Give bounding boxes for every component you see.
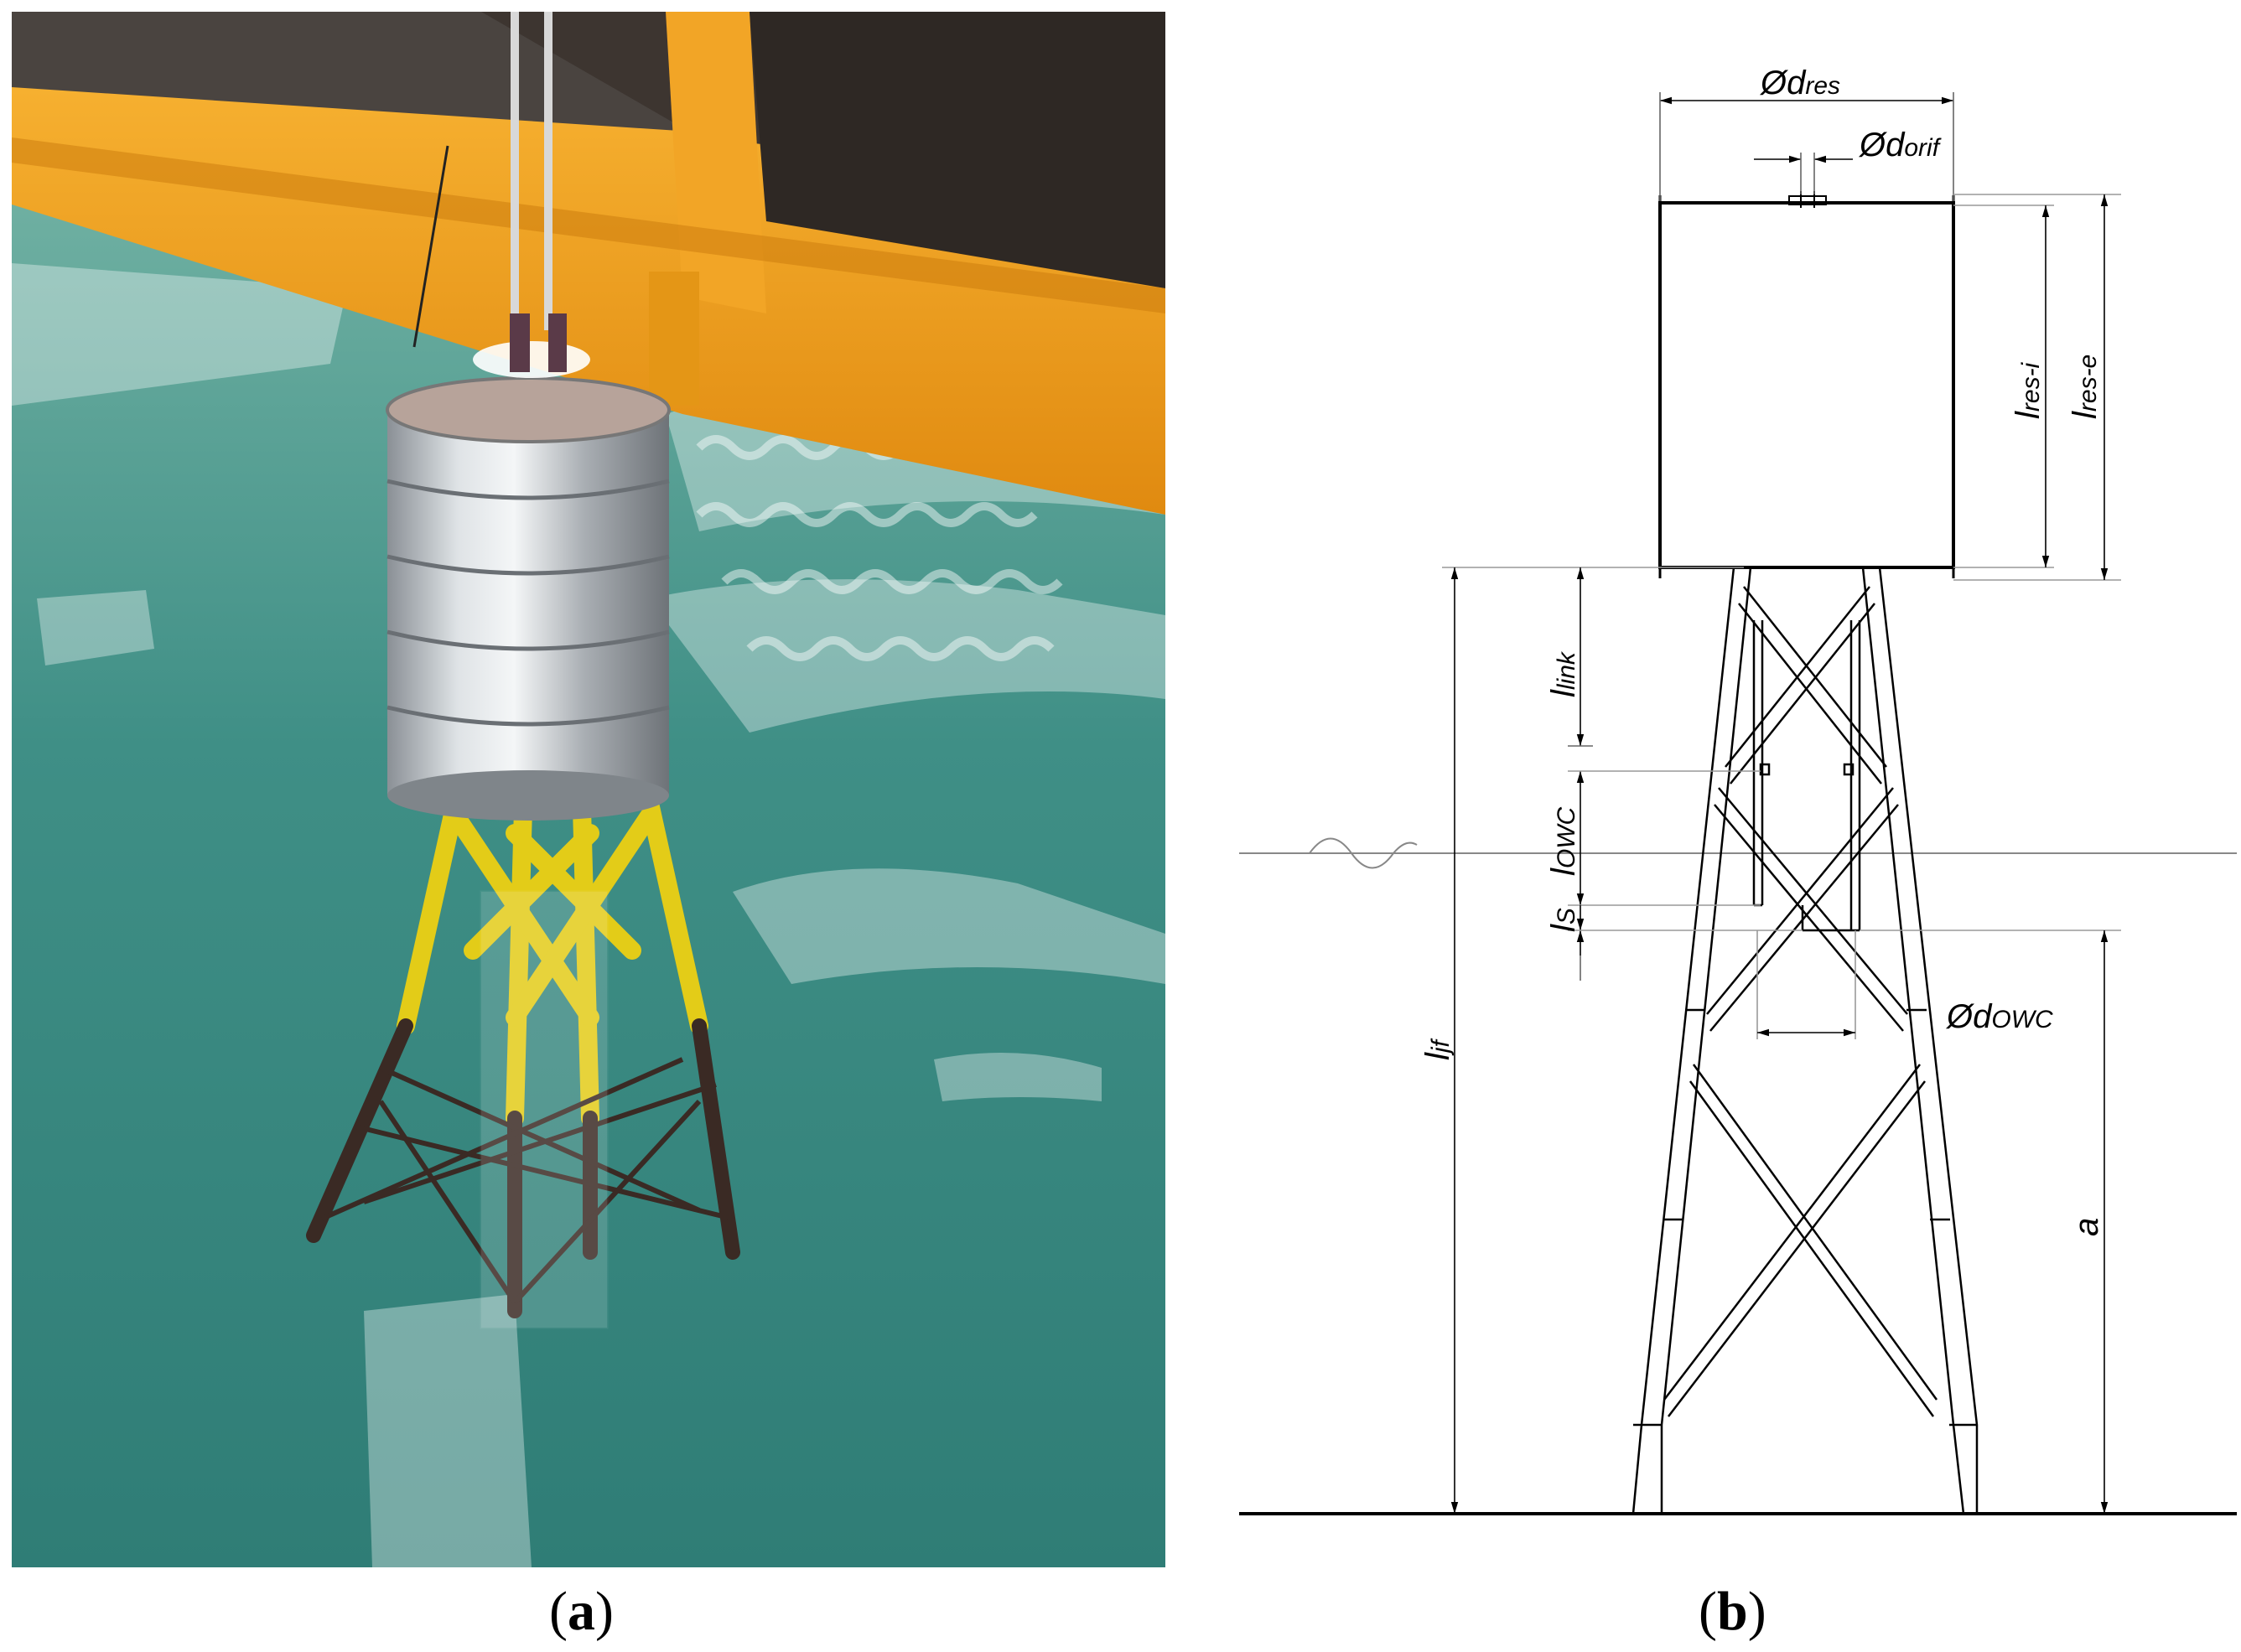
owc-chamber-outline	[1752, 620, 1861, 932]
jacket-structure-yellow	[397, 790, 708, 1127]
air-reservoir	[386, 313, 671, 821]
label-l-s: lS	[1545, 908, 1582, 932]
label-l-res-i: lres-i	[2010, 361, 2046, 419]
cable	[412, 145, 449, 348]
label-l-res-e: lres-e	[2067, 355, 2104, 419]
jacket-bracing	[1663, 586, 1938, 1417]
support-rods	[511, 12, 552, 330]
technical-drawing-panel: Ødres Ødorif lres-i lres-e llink lOWC lS…	[1239, 65, 2237, 1515]
label-d-owc: ØdOWC	[1945, 998, 2053, 1035]
owc-chamber	[480, 890, 609, 1329]
label-d-orif: Ødorif	[1858, 127, 1942, 163]
orange-carriage-frame	[12, 12, 1165, 515]
jacket-bracing-dark	[320, 1057, 734, 1305]
label-d-res: Ødres	[1759, 65, 1840, 101]
jacket-legs	[1631, 567, 1979, 1515]
caption-a: (a)	[549, 1581, 614, 1642]
label-l-owc: lOWC	[1545, 806, 1582, 876]
wave-symbol	[1309, 837, 1418, 869]
label-l-jf: ljf	[1419, 1038, 1456, 1060]
caption-b: (b)	[1699, 1581, 1766, 1642]
dimension-lines	[1442, 92, 2121, 1514]
label-a: a	[2068, 1218, 2105, 1236]
photo-panel	[12, 12, 1165, 1567]
reservoir-outline	[1658, 191, 1955, 578]
dimension-labels: Ødres Ødorif lres-i lres-e llink lOWC lS…	[1419, 65, 2105, 1236]
label-l-link: llink	[1545, 650, 1582, 697]
